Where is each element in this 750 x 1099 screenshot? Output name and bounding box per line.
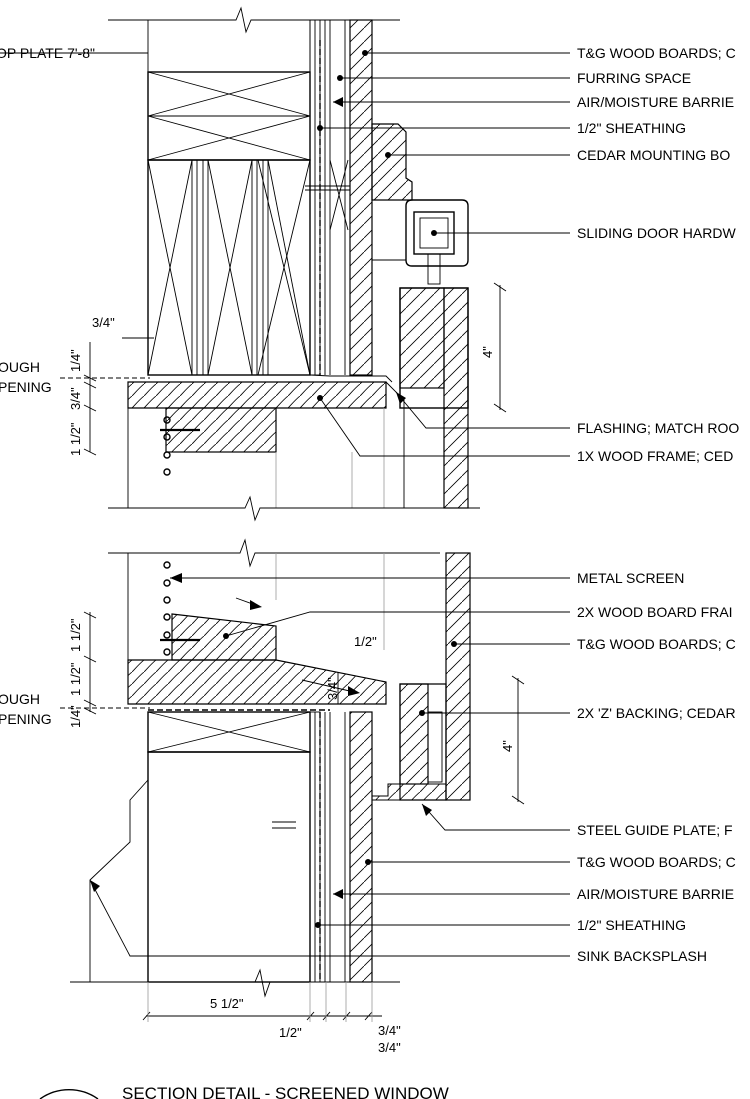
dim-1-4-b: 1/4" [68,705,83,728]
upper-section [60,6,480,522]
dim-3-4-b: 3/4" [68,387,83,410]
dim-1-1-2-b: 1 1/2" [68,618,83,652]
label-tg-boards-2: T&G WOOD BOARDS; C [577,636,736,652]
label-board-frame: 2X WOOD BOARD FRAI [577,604,733,620]
sink-backsplash [89,779,149,982]
dim-1-2-b: 1/2" [279,1025,302,1040]
callout-labels-bottom: METAL SCREEN 2X WOOD BOARD FRAI T&G WOOD… [0,570,736,964]
label-rough-top: OUGH [0,359,40,375]
dim-3-4-e: 3/4" [378,1040,401,1055]
z-backing [399,683,429,785]
label-sink-backsplash: SINK BACKSPLASH [577,948,707,964]
break-line-top [108,6,400,34]
dim-3-4-c: 3/4" [325,677,340,700]
label-furring-space: FURRING SPACE [577,70,691,86]
dimension-lines [83,282,525,1022]
label-metal-screen: METAL SCREEN [577,570,684,586]
label-air-barrier-2: AIR/MOISTURE BARRIE [577,886,734,902]
label-opening-top: PENING [0,379,52,395]
label-rough-bottom: OUGH [0,691,40,707]
dim-5-1-2: 5 1/2" [210,996,244,1011]
label-opening-bottom: PENING [0,711,52,727]
cedar-mounting-board [371,123,413,201]
break-line-lower [108,538,440,568]
label-top-plate: OP PLATE 7'-8" [0,45,95,61]
label-z-backing: 2X 'Z' BACKING; CEDAR [577,705,736,721]
dim-1-2-a: 1/2" [354,634,377,649]
dim-1-1-2-c: 1 1/2" [68,662,83,696]
lower-leaders [89,573,570,957]
dim-1-4-a: 1/4" [68,349,83,372]
label-sheathing-2: 1/2" SHEATHING [577,917,686,933]
label-cedar-mounting: CEDAR MOUNTING BO [577,147,730,163]
label-tg-boards: T&G WOOD BOARDS; C [577,45,736,61]
steel-guide-plate [371,783,447,801]
upper-leaders [0,50,570,457]
lower-wall [147,751,311,983]
sill-bottom [127,659,387,705]
title-block: SECTION DETAIL - SCREENED WINDOW [39,1084,449,1099]
callout-labels-top: OP PLATE 7'-8" T&G WOOD BOARDS; C FURRIN… [0,45,739,464]
label-flashing: FLASHING; MATCH ROO [577,420,739,436]
dim-1-1-2-a: 1 1/2" [68,422,83,456]
sliding-door-track [405,199,469,267]
dim-4-b: 4" [500,740,515,752]
label-air-barrier: AIR/MOISTURE BARRIE [577,94,734,110]
tg-boards-right [445,552,471,801]
break-line-bottom [70,968,400,998]
label-sheathing: 1/2" SHEATHING [577,120,686,136]
label-tg-boards-3: T&G WOOD BOARDS; C [577,854,736,870]
label-steel-guide: STEEL GUIDE PLATE; F [577,822,733,838]
lower-section [60,538,471,998]
dim-3-4-d: 3/4" [378,1023,401,1038]
dimension-labels: 3/4" 1/4" 3/4" 1 1/2" 4" 1 1/2" 1 1/2" 1… [68,315,515,1055]
drawing-title: SECTION DETAIL - SCREENED WINDOW [122,1084,449,1099]
tg-boards-top [349,19,373,376]
stud-cavity [147,159,311,376]
dim-3-4-a: 3/4" [92,315,115,330]
sill-top [127,381,387,409]
label-sliding-door: SLIDING DOOR HARDW [577,225,736,241]
break-line-mid [108,495,480,522]
dim-4-a: 4" [480,346,495,358]
label-wood-frame: 1X WOOD FRAME; CED [577,448,733,464]
tg-boards-lower [349,711,373,983]
detail-bubble [39,1089,99,1099]
